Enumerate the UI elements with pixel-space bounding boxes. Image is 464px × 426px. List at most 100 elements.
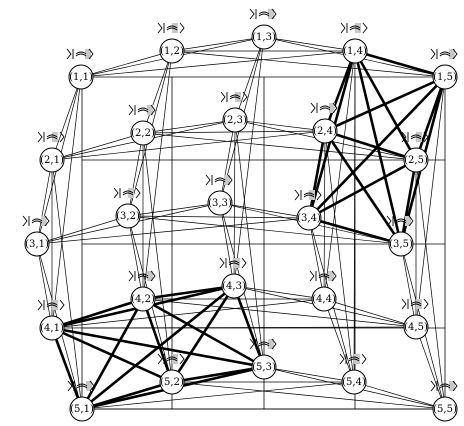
edge-3-2-to-3-5 [127, 215, 402, 245]
node-label-3-5: (3,5) [389, 239, 413, 250]
glyph-icon-1-5 [430, 48, 458, 60]
edge-4-1-to-4-4 [51, 298, 325, 329]
node-circle-5-2 [159, 369, 185, 395]
graph-node-4-5: (4,5) [403, 314, 429, 340]
edge-2-5-to-5-5 [415, 159, 446, 410]
node-circle-2-1 [39, 147, 65, 173]
node-label-1-4: (1,4) [343, 46, 367, 57]
graph-node-2-3: (2,3) [222, 107, 248, 133]
graph-node-1-5: (1,5) [432, 64, 458, 90]
edge-2-3-to-2-4 [234, 119, 326, 132]
edge-3-3-to-3-4 [219, 202, 310, 219]
edge-5-4-to-5-5 [353, 381, 446, 410]
graph-node-1-2: (1,2) [159, 38, 185, 64]
node-circle-1-2 [159, 38, 185, 64]
node-label-5-1: (5,1) [70, 404, 94, 415]
node-circle-3-5 [388, 231, 414, 257]
node-circle-4-2 [130, 286, 156, 312]
edge-1-4-to-5-4 [353, 50, 356, 383]
graph-node-3-3: (3,3) [207, 190, 233, 216]
edge-1-2-to-1-3 [171, 36, 265, 52]
edge-3-4-to-4-4 [308, 217, 325, 300]
graph-node-4-1: (4,1) [39, 315, 65, 341]
thick-edge-4-2-to-4-3 [141, 284, 236, 301]
node-label-2-1: (2,1) [40, 155, 64, 166]
edge-1-5-to-4-5 [415, 76, 446, 328]
glyph-icon-2-3 [220, 91, 248, 103]
edge-2-1-to-2-2 [51, 132, 144, 161]
glyph-icon-3-2 [113, 187, 141, 199]
thick-edge-4-2-to-5-1 [80, 297, 145, 411]
node-circle-4-3 [221, 273, 247, 299]
edge-2-1-to-3-1 [36, 159, 53, 245]
glyph-icon-5-2 [157, 353, 185, 365]
edge-4-4-to-5-4 [323, 298, 355, 383]
graph-node-3-5: (3,5) [388, 231, 414, 257]
node-label-5-5: (5,5) [433, 404, 457, 415]
edge-4-4-to-4-5 [323, 298, 417, 328]
node-circle-2-2 [130, 120, 156, 146]
glyph-icon-3-3 [205, 174, 233, 186]
graph-node-2-2: (2,2) [130, 120, 156, 146]
graph-node-2-1: (2,1) [39, 147, 65, 173]
node-circle-2-3 [222, 107, 248, 133]
graph-node-4-2: (4,2) [130, 286, 156, 312]
edge-3-1-to-4-1 [36, 243, 53, 329]
glyph-icon-5-4 [339, 353, 367, 365]
graph-node-3-1: (3,1) [24, 231, 50, 257]
graph-node-4-4: (4,4) [311, 286, 337, 312]
edge-4-2-to-4-5 [142, 298, 417, 328]
graph-node-2-5: (2,5) [403, 147, 429, 173]
graph-nodes: (1,1) (1,2) (1,3) (1,4) (1,5) (2,1) (2,2) (2,3)… [24, 24, 458, 422]
glyph-icon-1-3 [249, 8, 277, 20]
edge-4-5-to-5-5 [415, 326, 446, 410]
edge-4-3-to-4-4 [233, 285, 325, 300]
glyph-icon-2-5 [401, 131, 429, 143]
edge-1-3-to-4-3 [233, 36, 265, 287]
glyph-icon-5-1 [67, 380, 95, 392]
node-circle-5-3 [251, 354, 277, 380]
graph-node-5-1: (5,1) [69, 396, 95, 422]
node-circle-1-1 [68, 64, 94, 90]
glyph-icon-3-4 [294, 189, 322, 201]
highlighted-clique-edges [50, 49, 447, 411]
node-circle-5-5 [432, 396, 458, 422]
thick-edge-1-4-to-1-5 [353, 49, 447, 79]
edge-3-3-to-4-3 [219, 202, 235, 287]
glyph-icon-2-1 [37, 131, 65, 143]
node-label-5-3: (5,3) [252, 362, 276, 373]
edge-5-2-to-5-5 [171, 381, 446, 410]
node-label-3-1: (3,1) [25, 239, 49, 250]
node-circle-5-1 [69, 396, 95, 422]
thick-edge-5-2-to-5-3 [170, 365, 266, 384]
node-label-3-4: (3,4) [297, 213, 321, 224]
node-label-5-4: (5,4) [342, 377, 366, 388]
node-label-4-2: (4,2) [131, 294, 155, 305]
thick-edge-4-3-to-5-1 [80, 284, 236, 411]
node-label-2-4: (2,4) [313, 126, 337, 137]
glyph-icon-5-3 [249, 338, 277, 350]
thick-edge-1-5-to-2-4 [323, 75, 447, 133]
node-label-4-1: (4,1) [40, 323, 64, 334]
thick-edge-1-4-to-2-5 [353, 49, 418, 162]
thick-edge-3-4-to-3-5 [307, 216, 403, 246]
thick-edge-4-2-to-5-2 [141, 297, 174, 384]
node-label-5-2: (5,2) [160, 377, 184, 388]
graph-node-1-3: (1,3) [251, 24, 277, 50]
node-label-4-4: (4,4) [312, 294, 336, 305]
graph-node-1-1: (1,1) [68, 64, 94, 90]
node-label-2-2: (2,2) [131, 128, 155, 139]
edge-5-1-to-5-4 [81, 381, 355, 410]
glyph-icon-2-2 [128, 104, 156, 116]
node-label-1-2: (1,2) [160, 46, 184, 57]
edge-5-3-to-5-4 [263, 366, 355, 383]
thick-edge-4-1-to-5-1 [50, 326, 84, 411]
edge-1-3-to-1-4 [263, 36, 356, 52]
edge-1-1-to-2-1 [51, 76, 82, 161]
node-circle-4-5 [403, 314, 429, 340]
glyph-icon-3-1 [22, 215, 50, 227]
edge-1-2-to-2-2 [142, 50, 173, 134]
glyph-icon-1-2 [157, 22, 185, 34]
glyph-icon-5-5 [430, 380, 458, 392]
graph-node-5-5: (5,5) [432, 396, 458, 422]
